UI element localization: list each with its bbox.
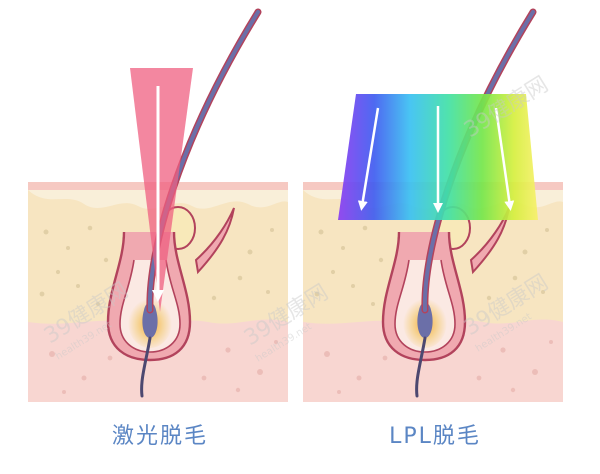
lpl-light-beam bbox=[338, 94, 538, 220]
laser-caption: 激光脱毛 bbox=[111, 424, 208, 449]
lpl-caption: LPL脱毛 bbox=[389, 424, 481, 449]
laser-beam bbox=[130, 68, 193, 312]
